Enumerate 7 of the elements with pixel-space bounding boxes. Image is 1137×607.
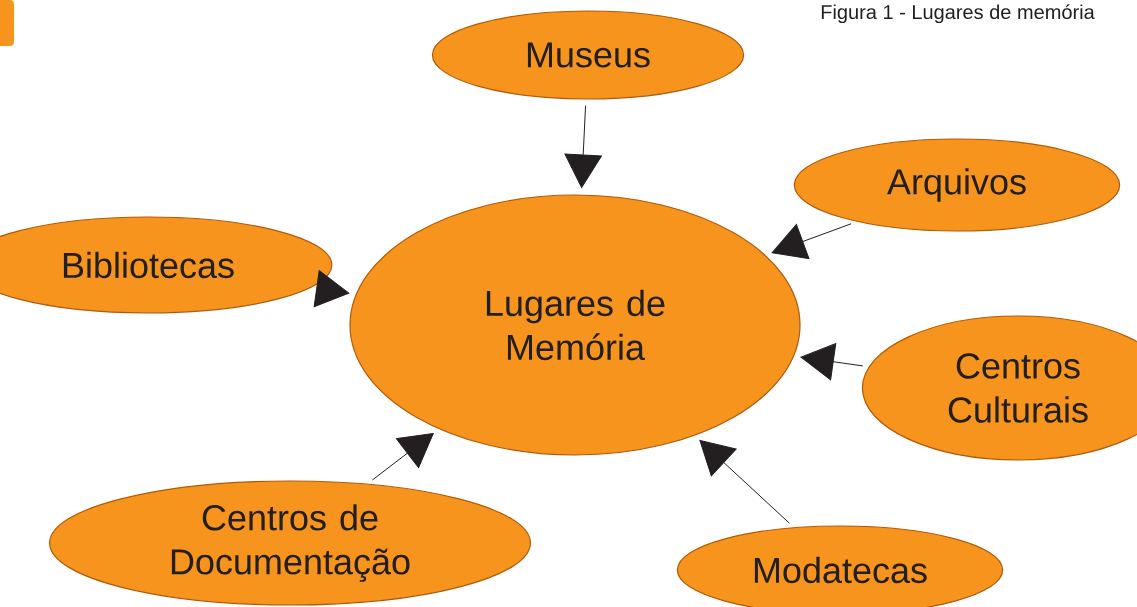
figure-title: Figura 1 - Lugares de memória [821,4,1095,24]
arrow [313,270,350,308]
arrow [564,105,602,188]
arrow [699,439,790,524]
arrow [371,432,434,481]
arrow [771,223,852,260]
arrow [800,343,864,381]
